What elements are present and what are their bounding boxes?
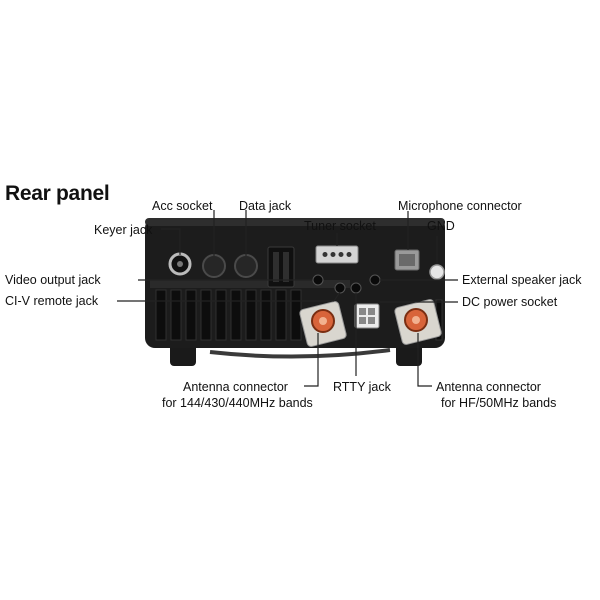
bottom-bar: [209, 348, 391, 359]
diagram-title: Rear panel: [5, 182, 110, 205]
dc-power-socket-shape: [354, 303, 380, 329]
ci-v-remote-jack-shape: [334, 282, 346, 294]
label-data-jack: Data jack: [239, 199, 292, 213]
label-antenna-144-line1: Antenna connector: [183, 380, 288, 394]
label-video-output-jack: Video output jack: [5, 273, 101, 287]
label-gnd: GND: [427, 219, 455, 233]
antenna-connector-144-shape: [299, 301, 347, 347]
acc-socket-shape: [202, 254, 226, 278]
video-output-jack-shape: [312, 274, 324, 286]
rtty-jack-shape: [350, 282, 362, 294]
label-external-speaker-jack: External speaker jack: [462, 273, 582, 287]
label-keyer-jack: Keyer jack: [94, 223, 153, 237]
gnd-terminal-shape: [429, 264, 445, 280]
label-tuner-socket: Tuner socket: [304, 219, 376, 233]
label-rtty-jack: RTTY jack: [333, 380, 391, 394]
external-speaker-jack-shape: [369, 274, 381, 286]
chassis-top-edge: [145, 218, 445, 226]
foot-right: [396, 344, 422, 366]
slot-block: [267, 246, 295, 288]
leader-lines: [117, 210, 458, 387]
label-acc-socket: Acc socket: [152, 199, 213, 213]
chassis-ridge: [150, 280, 350, 288]
label-dc-power-socket: DC power socket: [462, 295, 558, 309]
label-antenna-hf-line2: for HF/50MHz bands: [441, 396, 557, 410]
label-microphone-connector: Microphone connector: [398, 199, 522, 213]
data-jack-shape: [234, 254, 258, 278]
label-antenna-hf-line1: Antenna connector: [436, 380, 541, 394]
label-ci-v-remote-jack: CI-V remote jack: [5, 294, 99, 308]
heatsink-fins: [155, 289, 443, 341]
foot-left: [170, 344, 196, 366]
label-antenna-144-line2: for 144/430/440MHz bands: [162, 396, 313, 410]
antenna-connector-hf-shape: [394, 299, 442, 345]
tuner-socket-shape: [315, 245, 359, 264]
